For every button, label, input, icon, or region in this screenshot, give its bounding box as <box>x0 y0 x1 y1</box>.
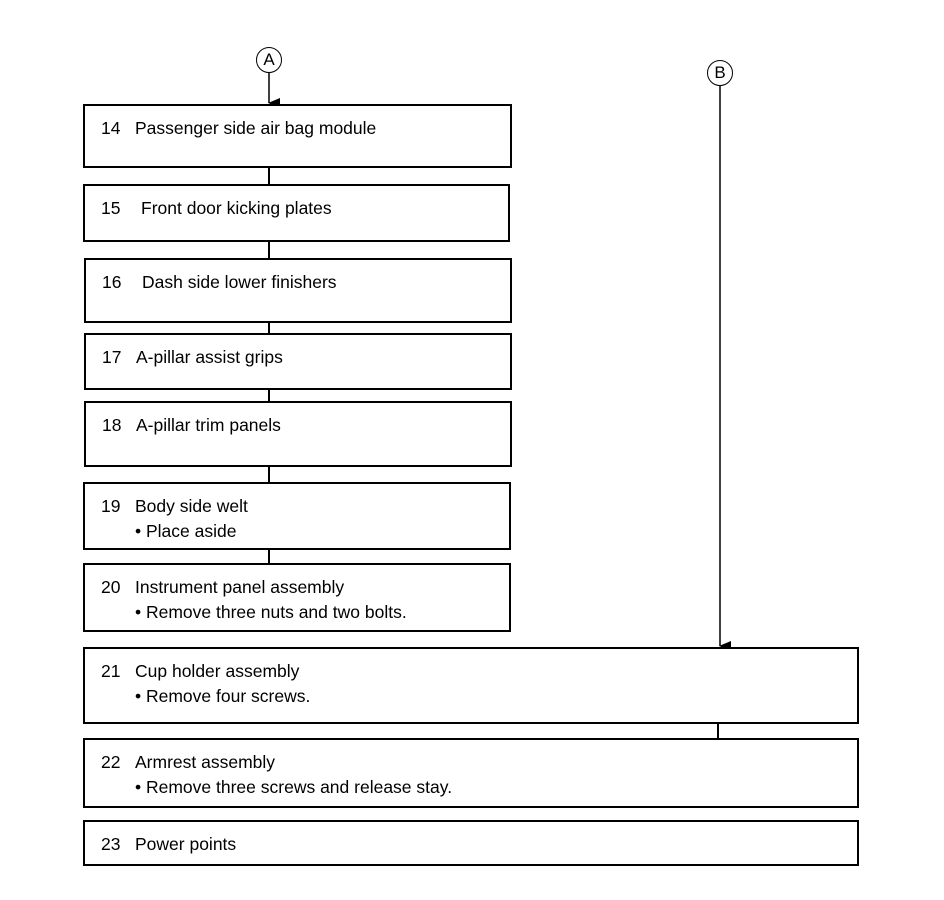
step-number: 18 <box>102 415 122 435</box>
step-number: 22 <box>101 752 121 772</box>
step-18: 18 A-pillar trim panels <box>84 401 512 467</box>
step-number: 19 <box>101 496 121 516</box>
step-number: 16 <box>102 272 122 292</box>
step-23: 23 Power points <box>83 820 859 866</box>
step-note: • Remove three nuts and two bolts. <box>135 602 407 622</box>
step-title: A-pillar assist grips <box>136 347 283 367</box>
step-15: 15 Front door kicking plates <box>83 184 510 242</box>
step-17: 17 A-pillar assist grips <box>84 333 512 390</box>
step-14: 14 Passenger side air bag module <box>83 104 512 168</box>
step-19: 19 Body side welt • Place aside <box>83 482 511 550</box>
step-title: Cup holder assembly <box>135 661 300 681</box>
step-note: • Place aside <box>135 521 237 541</box>
step-title: Armrest assembly <box>135 752 276 772</box>
step-number: 21 <box>101 661 121 681</box>
step-number: 15 <box>101 198 121 218</box>
step-title: Front door kicking plates <box>141 198 332 218</box>
step-title: Instrument panel assembly <box>135 577 345 597</box>
connector-b: B <box>707 60 733 86</box>
step-note: • Remove four screws. <box>135 686 311 706</box>
step-note: • Remove three screws and release stay. <box>135 777 453 797</box>
step-title: Passenger side air bag module <box>135 118 377 138</box>
step-number: 20 <box>101 577 121 597</box>
step-16: 16 Dash side lower finishers <box>84 258 512 323</box>
connector-a: A <box>256 47 282 73</box>
step-number: 23 <box>101 834 121 854</box>
step-number: 14 <box>101 118 121 138</box>
step-title: Dash side lower finishers <box>142 272 337 292</box>
step-21: 21 Cup holder assembly • Remove four scr… <box>83 647 859 724</box>
step-title: Power points <box>135 834 237 854</box>
step-number: 17 <box>102 347 122 367</box>
step-title: Body side welt <box>135 496 248 516</box>
step-22: 22 Armrest assembly • Remove three screw… <box>83 738 859 808</box>
step-20: 20 Instrument panel assembly • Remove th… <box>83 563 511 632</box>
step-title: A-pillar trim panels <box>136 415 281 435</box>
